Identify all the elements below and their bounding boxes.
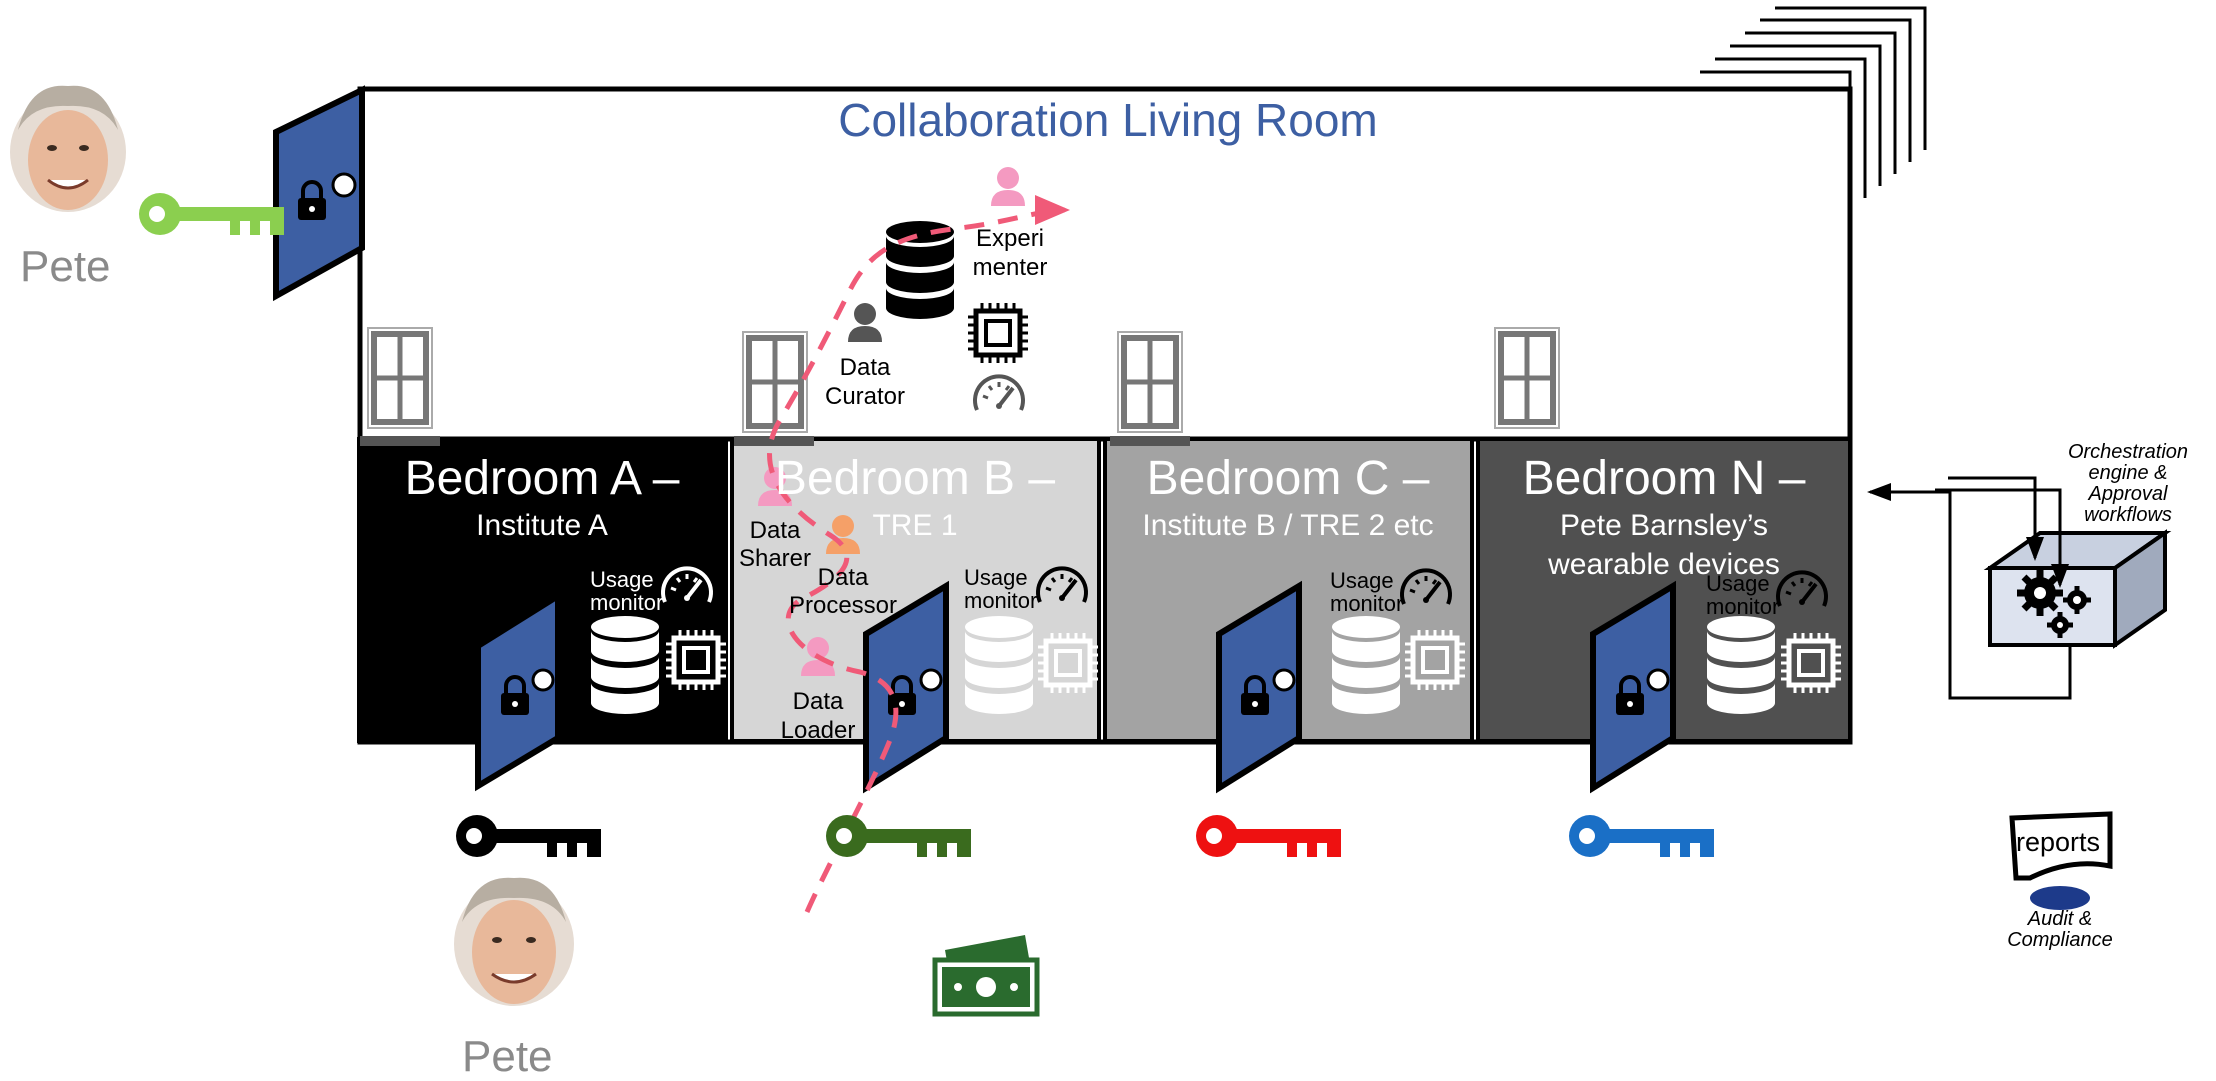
window-icon xyxy=(1118,332,1182,432)
sharer-label-1: Data xyxy=(749,517,801,544)
experimenter-person-icon xyxy=(991,167,1025,206)
bedroom-a-title: Bedroom A – xyxy=(404,452,680,505)
bedroom-n-door[interactable] xyxy=(1590,580,1676,794)
chip-icon xyxy=(968,303,1028,363)
orchestration-label-1: Orchestration xyxy=(2067,441,2189,463)
orchestration-label-4: workflows xyxy=(2084,504,2172,526)
money-icon xyxy=(932,935,1040,1017)
key-n-icon xyxy=(1569,815,1714,857)
bedroom-c-door[interactable] xyxy=(1216,580,1302,794)
avatar-pete-top xyxy=(10,85,126,212)
data-journey-path xyxy=(767,195,1070,914)
usage-monitor-n: Usage monitor xyxy=(1706,571,1780,620)
loader-label-2: Loader xyxy=(780,717,856,744)
stacked-frames xyxy=(1700,6,1927,210)
page-title: Collaboration Living Room xyxy=(838,94,1378,146)
bedroom-n-title: Bedroom N – xyxy=(1522,452,1806,505)
key-b-icon xyxy=(826,815,971,857)
pete-top-label: Pete xyxy=(20,242,111,291)
orchestration-connectors xyxy=(1867,476,2072,700)
bedroom-n-subtitle: Pete Barnsley’s xyxy=(1560,509,1768,542)
curator-person-icon xyxy=(848,303,882,342)
experimenter-label-1: Experi xyxy=(975,225,1045,252)
database-icon xyxy=(886,221,954,319)
orchestration-label-3: Approval xyxy=(2088,483,2168,505)
curator-label-1: Data xyxy=(839,354,891,381)
bedroom-b-door[interactable] xyxy=(863,580,949,794)
orchestration-engine[interactable] xyxy=(1983,529,2172,649)
bedroom-a-subtitle: Institute A xyxy=(476,509,608,542)
audit-label-1: Audit & xyxy=(2027,908,2093,930)
sharer-label-2: Sharer xyxy=(738,545,812,572)
experimenter-label-2: menter xyxy=(972,254,1048,281)
reports-label: reports xyxy=(2016,827,2101,857)
report-icon[interactable] xyxy=(2009,811,2113,910)
window-icon xyxy=(1495,328,1559,428)
bedroom-c-subtitle: Institute B / TRE 2 etc xyxy=(1142,509,1434,542)
bedroom-b-subtitle: TRE 1 xyxy=(872,509,958,542)
gears-icon xyxy=(2017,570,2091,638)
loader-label-1: Data xyxy=(792,688,844,715)
pete-bottom-label: Pete xyxy=(462,1032,553,1081)
front-door[interactable] xyxy=(273,85,365,302)
gauge-icon xyxy=(973,374,1025,412)
window-icon xyxy=(743,332,807,432)
window-icon xyxy=(368,328,432,428)
green-key-icon xyxy=(139,193,284,235)
usage-monitor-c: Usage monitor xyxy=(1330,568,1404,617)
avatar-pete-bottom xyxy=(454,877,574,1006)
bedroom-b-title: Bedroom B – xyxy=(774,452,1056,505)
processor-label-2: Processor xyxy=(788,592,898,619)
processor-label-1: Data xyxy=(817,564,869,591)
bedroom-n-subtitle-2: wearable devices xyxy=(1548,548,1780,581)
key-c-icon xyxy=(1196,815,1341,857)
curator-label-2: Curator xyxy=(824,383,906,410)
usage-monitor-b: Usage monitor xyxy=(964,565,1038,614)
bedroom-a-door[interactable] xyxy=(475,590,561,792)
usage-monitor-a: Usage monitor xyxy=(590,567,664,616)
orchestration-label-2: engine & xyxy=(2088,462,2168,484)
bedroom-c-title: Bedroom C – xyxy=(1146,452,1430,505)
key-a-icon xyxy=(456,815,601,857)
audit-label-2: Compliance xyxy=(2007,929,2113,951)
